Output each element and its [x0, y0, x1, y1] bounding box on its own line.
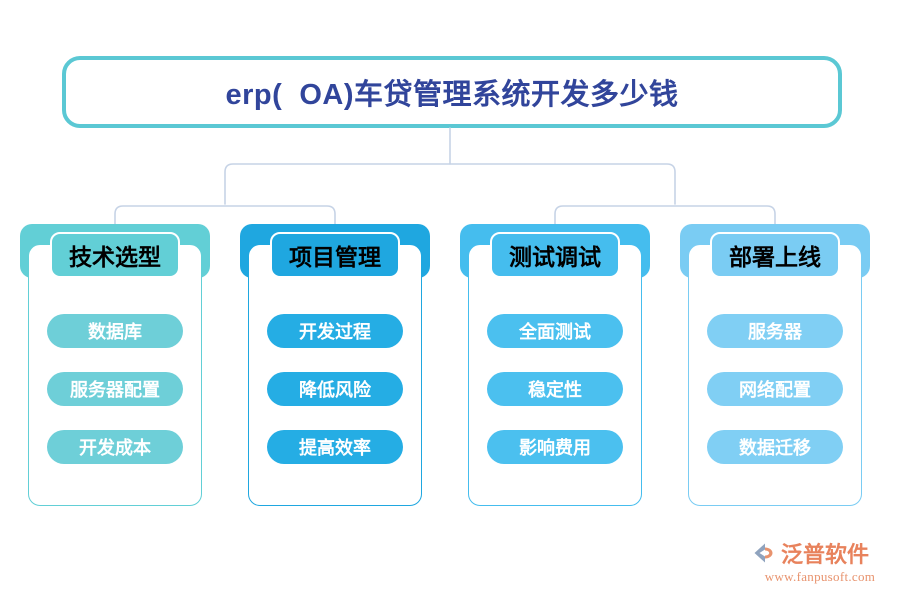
branch-column-project-management[interactable]: 项目管理 开发过程 降低风险 提高效率: [240, 224, 430, 506]
list-item[interactable]: 开发过程: [267, 314, 403, 348]
branch-column-technology-selection[interactable]: 技术选型 数据库 服务器配置 开发成本: [20, 224, 210, 506]
list-item-label: 影响费用: [519, 438, 591, 458]
list-item-label: 全面测试: [519, 322, 591, 342]
list-item[interactable]: 降低风险: [267, 372, 403, 406]
fanpu-logo-icon: [754, 543, 773, 563]
column-header-pill[interactable]: 部署上线: [710, 232, 840, 278]
list-item[interactable]: 稳定性: [487, 372, 623, 406]
list-item-label: 提高效率: [299, 438, 371, 458]
brand-logo: 泛普软件 www.fanpusoft.com: [752, 538, 888, 588]
list-item-label: 网络配置: [739, 380, 811, 400]
list-item[interactable]: 开发成本: [47, 430, 183, 464]
column-header-pill[interactable]: 技术选型: [50, 232, 180, 278]
list-item-label: 服务器配置: [70, 380, 160, 400]
column-item-list: 开发过程 降低风险 提高效率: [240, 314, 430, 488]
list-item-label: 数据库: [88, 322, 142, 342]
list-item-label: 开发过程: [299, 322, 371, 342]
list-item[interactable]: 网络配置: [707, 372, 843, 406]
list-item-label: 数据迁移: [739, 438, 811, 458]
list-item-label: 开发成本: [79, 438, 151, 458]
brand-logo-url: www.fanpusoft.com: [764, 569, 876, 584]
column-header-label: 项目管理: [289, 244, 381, 270]
page-title: erp( OA)车贷管理系统开发多少钱: [225, 79, 679, 111]
list-item-label: 服务器: [748, 322, 802, 342]
column-item-list: 服务器 网络配置 数据迁移: [680, 314, 870, 488]
list-item[interactable]: 数据迁移: [707, 430, 843, 464]
column-header-label: 部署上线: [729, 244, 821, 270]
column-header-pill[interactable]: 项目管理: [270, 232, 400, 278]
branch-column-testing-debugging[interactable]: 测试调试 全面测试 稳定性 影响费用: [460, 224, 650, 506]
list-item-label: 降低风险: [299, 380, 371, 400]
list-item[interactable]: 数据库: [47, 314, 183, 348]
column-header-label: 技术选型: [69, 244, 161, 270]
brand-logo-row: 泛普软件: [752, 538, 888, 568]
list-item-label: 稳定性: [528, 380, 582, 400]
column-item-list: 数据库 服务器配置 开发成本: [20, 314, 210, 488]
list-item[interactable]: 提高效率: [267, 430, 403, 464]
column-item-list: 全面测试 稳定性 影响费用: [460, 314, 650, 488]
connector-level1: [224, 163, 676, 205]
list-item[interactable]: 服务器配置: [47, 372, 183, 406]
brand-logo-name: 泛普软件: [781, 542, 870, 567]
column-header-label: 测试调试: [509, 244, 601, 270]
list-item[interactable]: 影响费用: [487, 430, 623, 464]
diagram-title-box: erp( OA)车贷管理系统开发多少钱: [62, 56, 842, 128]
list-item[interactable]: 全面测试: [487, 314, 623, 348]
column-header-pill[interactable]: 测试调试: [490, 232, 620, 278]
list-item[interactable]: 服务器: [707, 314, 843, 348]
branch-column-deployment-launch[interactable]: 部署上线 服务器 网络配置 数据迁移: [680, 224, 870, 506]
